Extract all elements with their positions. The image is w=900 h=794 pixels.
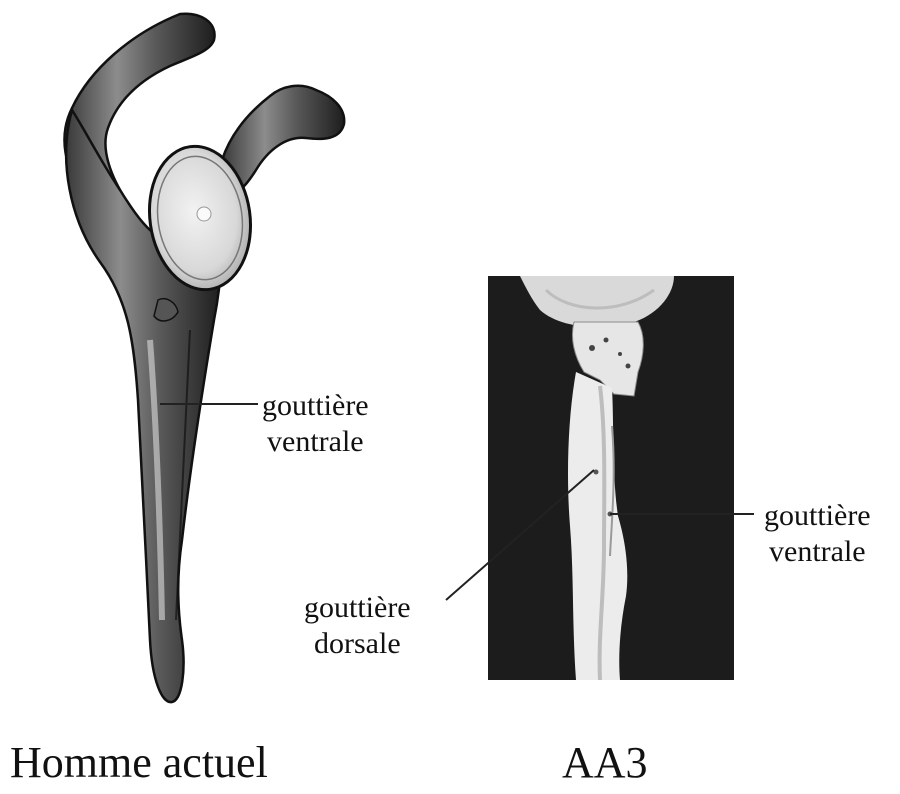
label-right-dorsal-line2: dorsale [304,626,411,662]
caption-right: AA3 [562,738,648,788]
label-right-ventral-line2: ventrale [764,534,871,570]
leader-line-right-dorsal [446,470,594,600]
label-right-ventral-line1: gouttière [764,498,871,534]
label-right-dorsal-groove: gouttière dorsale [304,590,411,662]
label-right-ventral-groove: gouttière ventrale [764,498,871,570]
label-right-dorsal-line1: gouttière [304,590,411,626]
